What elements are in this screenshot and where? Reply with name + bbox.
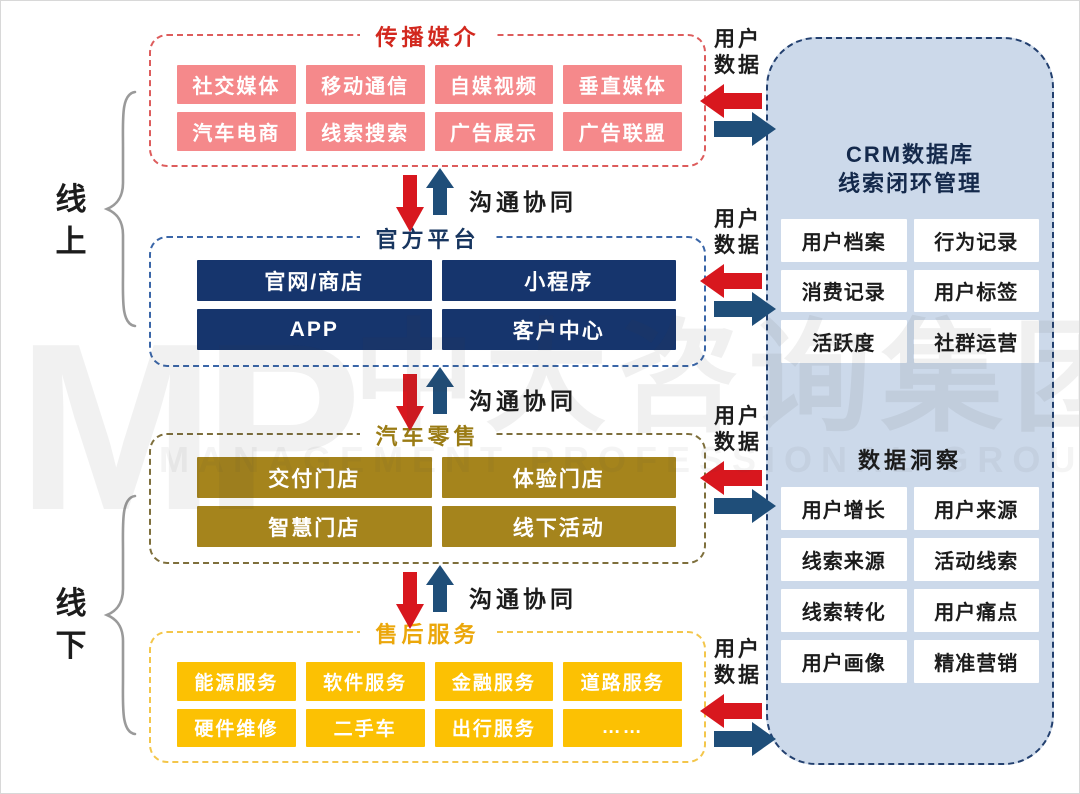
item-box: APP: [197, 309, 432, 350]
item-box: 智慧门店: [197, 506, 432, 547]
item-box: 线索来源: [781, 538, 907, 581]
item-box: 交付门店: [197, 457, 432, 498]
item-box: 出行服务: [434, 708, 554, 747]
user-data-connector-1: 用户数据: [700, 27, 776, 146]
flow-connector-3: 沟通协同: [393, 565, 577, 629]
item-box: 线索转化: [781, 589, 907, 632]
offline-brace: [103, 494, 137, 736]
item-box: 社群运营: [913, 320, 1039, 363]
right-arrow-icon: [714, 291, 776, 326]
item-box: 广告展示: [434, 112, 554, 151]
up-arrow-icon: [426, 367, 454, 414]
right-arrow-icon: [714, 721, 776, 756]
crm-db-title-line2: 线索闭环管理: [837, 170, 982, 196]
item-box: 活动线索: [913, 538, 1039, 581]
section-aftersales: 售后服务 能源服务软件服务金融服务道路服务硬件维修二手车出行服务……: [149, 617, 706, 763]
flow-connector-2: 沟通协同: [393, 367, 577, 431]
side-label-online: 线上: [55, 182, 87, 259]
item-box: 社交媒体: [177, 65, 296, 104]
item-box: 汽车电商: [177, 112, 296, 151]
item-box: 二手车: [305, 708, 425, 747]
left-arrow-icon: [700, 460, 762, 495]
item-box: 道路服务: [563, 662, 682, 701]
crm-insight-items: 用户增长用户来源线索来源活动线索线索转化用户痛点用户画像精准营销: [781, 487, 1039, 683]
item-box: 金融服务: [434, 662, 554, 701]
section-media-title: 传播媒介: [359, 20, 496, 52]
item-box: 体验门店: [441, 457, 676, 498]
item-box: 用户增长: [781, 487, 907, 530]
flow-connector-1: 沟通协同: [393, 168, 577, 232]
right-arrow-icon: [714, 111, 776, 146]
left-arrow-icon: [700, 263, 762, 298]
item-box: 活跃度: [781, 320, 907, 363]
user-data-label: 用户数据: [714, 638, 762, 688]
section-aftersales-title: 售后服务: [359, 617, 496, 649]
flow-label: 沟通协同: [469, 388, 577, 414]
right-arrow-icon: [714, 488, 776, 523]
down-arrow-icon: [396, 374, 424, 431]
item-box: 用户痛点: [913, 589, 1039, 632]
up-arrow-icon: [426, 168, 454, 215]
left-arrow-icon: [700, 693, 762, 728]
item-box: 用户来源: [913, 487, 1039, 530]
item-box: 用户档案: [781, 219, 907, 262]
item-box: 软件服务: [305, 662, 425, 701]
item-box: 用户标签: [913, 269, 1039, 313]
left-arrow-icon: [700, 83, 762, 118]
crm-insight-title: 数据洞察: [857, 448, 962, 473]
side-label-offline: 线下: [55, 586, 87, 663]
section-retail-items: 交付门店体验门店智慧门店线下活动: [197, 457, 676, 547]
user-data-label: 用户数据: [714, 208, 762, 258]
item-box: 小程序: [441, 260, 676, 301]
up-arrow-icon: [426, 565, 454, 612]
item-box: 移动通信: [305, 65, 425, 104]
item-box: 垂直媒体: [563, 65, 682, 104]
down-arrow-icon: [396, 175, 424, 232]
item-box: 行为记录: [913, 219, 1039, 262]
item-box: ……: [563, 708, 682, 747]
flow-label: 沟通协同: [469, 189, 577, 215]
flow-label: 沟通协同: [469, 586, 577, 612]
user-data-label: 用户数据: [714, 28, 762, 78]
user-data-connector-4: 用户数据: [700, 637, 776, 756]
crm-db-title: CRM数据库 线索闭环管理: [768, 141, 1052, 198]
item-box: 官网/商店: [197, 260, 432, 301]
section-aftersales-items: 能源服务软件服务金融服务道路服务硬件维修二手车出行服务……: [177, 662, 682, 747]
item-box: 客户中心: [441, 309, 676, 350]
item-box: 用户画像: [781, 640, 907, 683]
crm-db-items: 用户档案行为记录消费记录用户标签活跃度社群运营: [781, 219, 1039, 363]
item-box: 精准营销: [913, 640, 1039, 683]
section-retail-title: 汽车零售: [359, 419, 496, 451]
down-arrow-icon: [396, 572, 424, 629]
section-official-title: 官方平台: [359, 222, 496, 254]
crm-panel: CRM数据库 线索闭环管理 用户档案行为记录消费记录用户标签活跃度社群运营 数据…: [766, 37, 1054, 765]
item-box: 消费记录: [781, 269, 907, 313]
item-box: 自媒视频: [434, 65, 554, 104]
item-box: 线索搜索: [305, 112, 425, 151]
user-data-connector-3: 用户数据: [700, 404, 776, 523]
item-box: 能源服务: [177, 662, 296, 701]
user-data-label: 用户数据: [714, 405, 762, 455]
item-box: 线下活动: [441, 506, 676, 547]
user-data-connector-2: 用户数据: [700, 207, 776, 326]
section-media: 传播媒介 社交媒体移动通信自媒视频垂直媒体汽车电商线索搜索广告展示广告联盟: [149, 20, 706, 167]
online-brace: [103, 90, 137, 328]
crm-db-title-line1: CRM数据库: [845, 142, 975, 167]
section-retail: 汽车零售 交付门店体验门店智慧门店线下活动: [149, 419, 706, 564]
item-box: 广告联盟: [563, 112, 682, 151]
section-media-items: 社交媒体移动通信自媒视频垂直媒体汽车电商线索搜索广告展示广告联盟: [177, 65, 682, 151]
item-box: 硬件维修: [177, 708, 296, 747]
